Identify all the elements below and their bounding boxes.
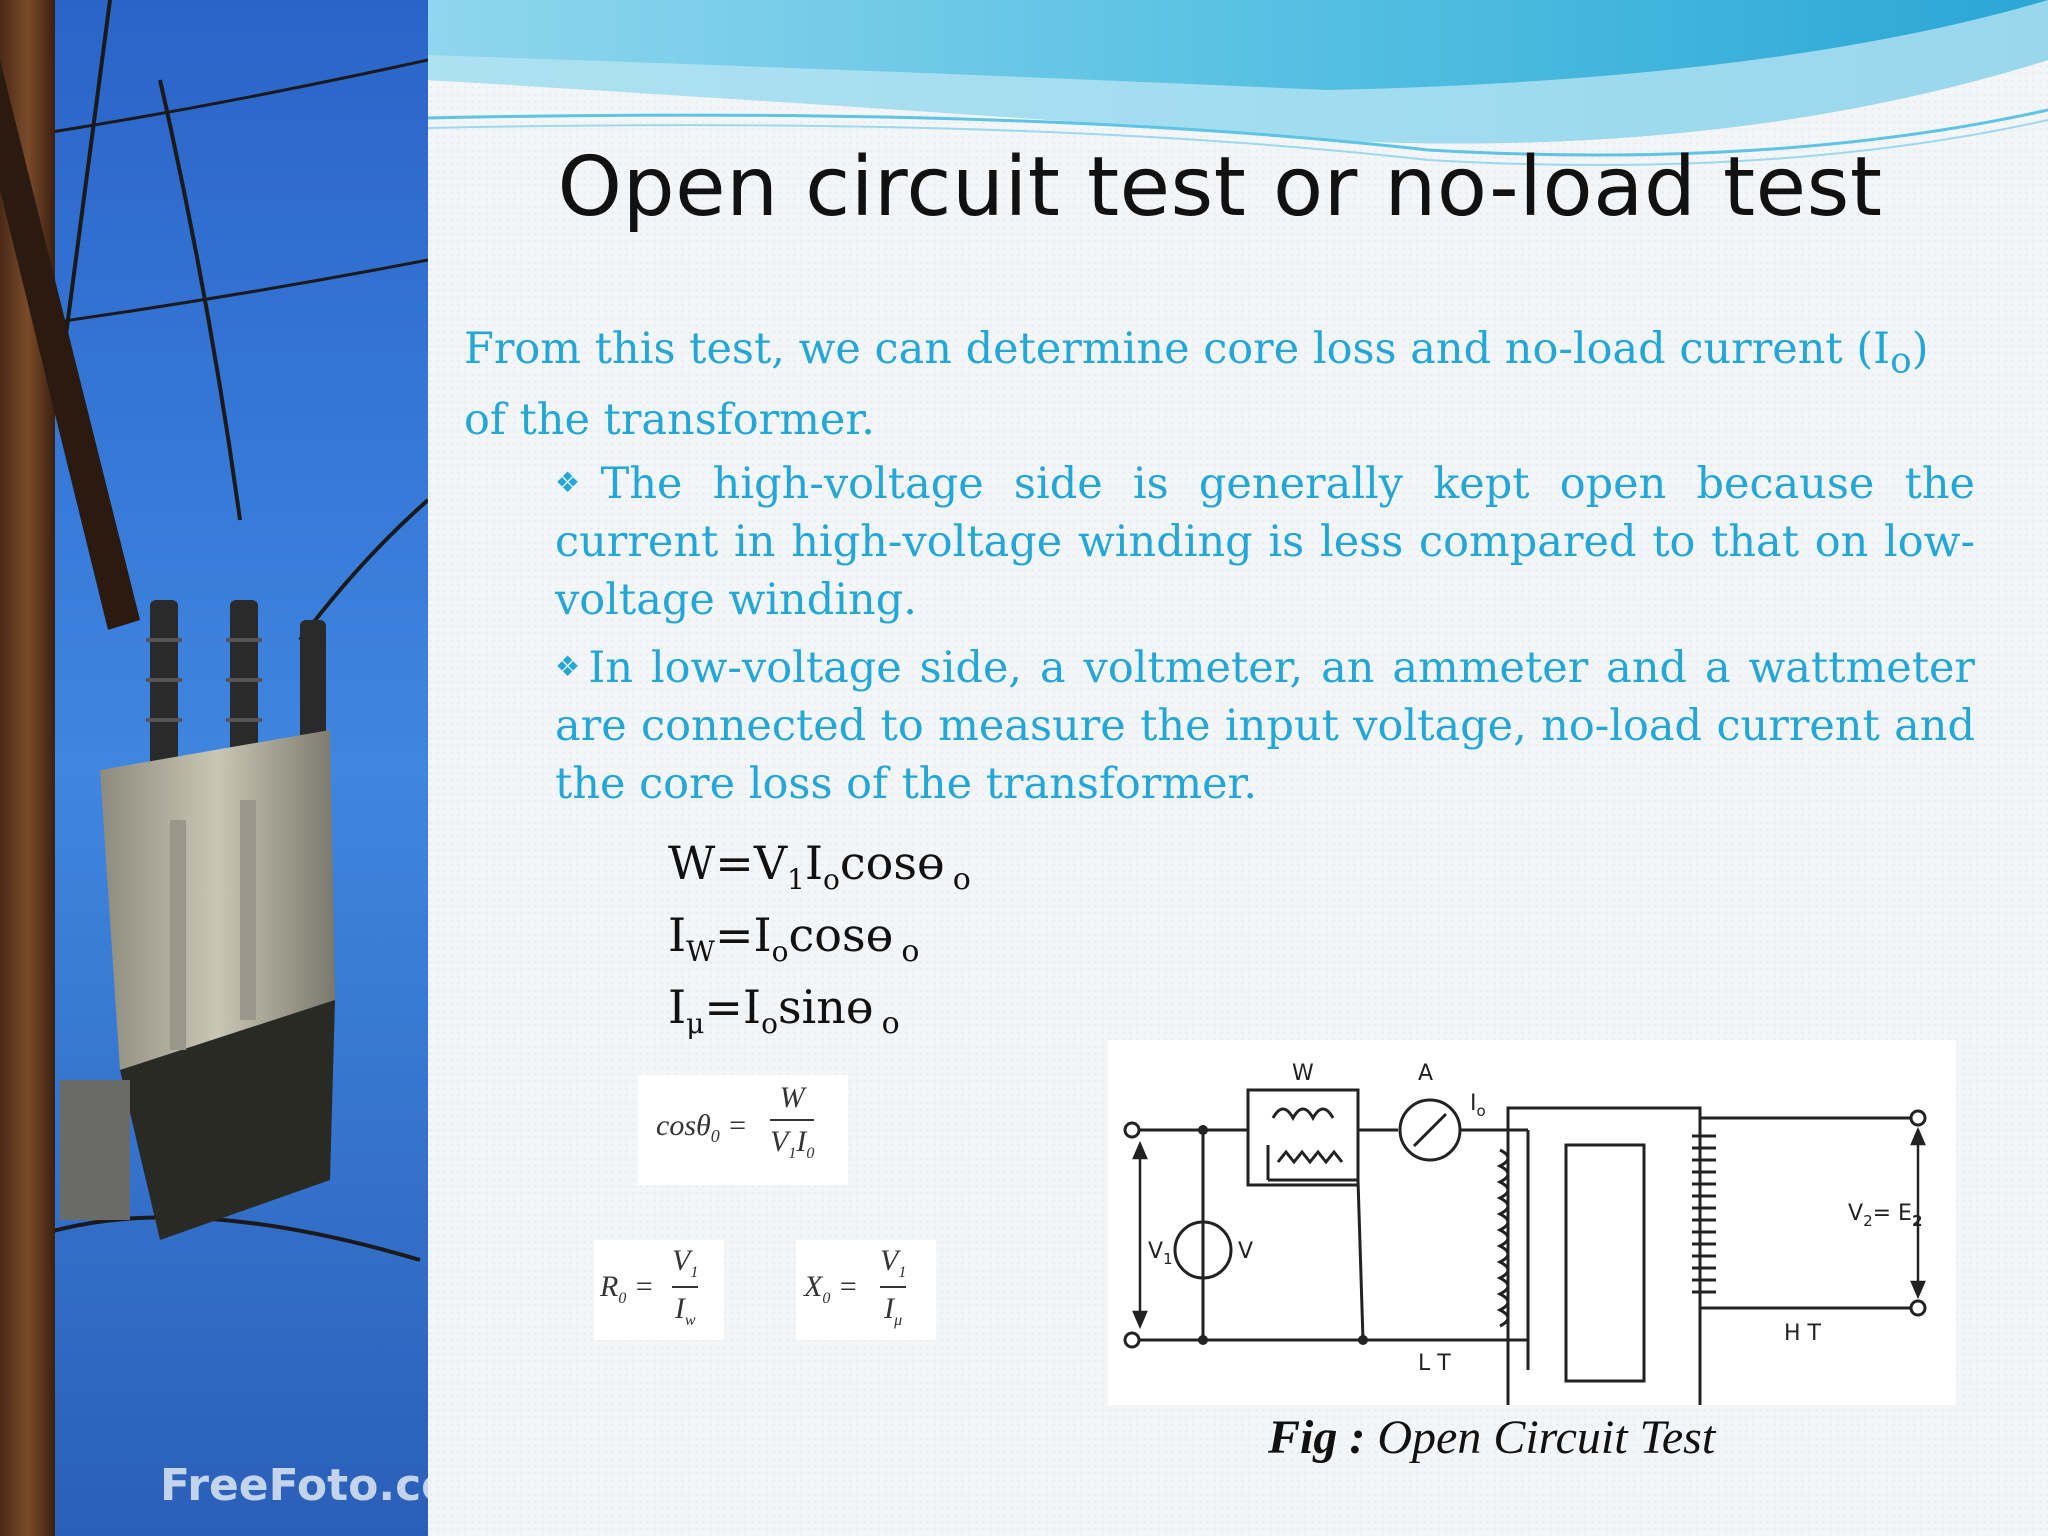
transformer-core: [1506, 1106, 1702, 1405]
formula-lhs: R0 =: [600, 1270, 655, 1307]
circuit-wires: [1140, 1088, 1918, 1405]
v2-label: V2= E2: [1848, 1201, 1922, 1230]
current-label: Io: [1470, 1091, 1486, 1120]
lt-label: L T: [1418, 1351, 1451, 1376]
slide-title: Open circuit test or no-load test: [557, 140, 1883, 235]
core-window: [1564, 1143, 1646, 1383]
bullet-text: The high-voltage side is generally kept …: [555, 459, 1975, 625]
secondary-coil: [1692, 1134, 1716, 1294]
bullet-item: ❖The high-voltage side is generally kept…: [555, 454, 1975, 629]
intro-sub: o: [1890, 340, 1912, 382]
bullet-item: ❖In low-voltage side, a voltmeter, an am…: [555, 638, 1975, 813]
transformer-photo: FreeFoto.com: [0, 0, 428, 1536]
bullet-text: In low-voltage side, a voltmeter, an amm…: [555, 643, 1975, 809]
watermark-text: FreeFoto.com: [160, 1460, 428, 1511]
intro-text: From this test, we can determine core lo…: [464, 324, 1891, 374]
formula-lhs: X0 =: [804, 1270, 859, 1307]
ht-label: H T: [1784, 1321, 1822, 1346]
formula-lhs: cosθ0 =: [656, 1109, 748, 1146]
wattmeter-box: [1246, 1088, 1360, 1187]
figure-caption: Fig : Open Circuit Test: [1268, 1411, 1716, 1464]
diamond-bullet-icon: ❖: [555, 466, 597, 499]
ammeter-label: A: [1418, 1061, 1433, 1086]
voltmeter-label: V: [1238, 1239, 1253, 1264]
wattmeter-label: W: [1292, 1061, 1314, 1086]
intro-text-end: ) of the transformer.: [464, 324, 1929, 445]
v1-label: V1: [1148, 1239, 1173, 1268]
primary-coil: [1496, 1148, 1510, 1328]
voltmeter-icon: [1173, 1220, 1233, 1280]
diamond-bullet-icon: ❖: [555, 650, 585, 683]
header-waves: [428, 0, 2048, 166]
intro-paragraph: From this test, we can determine core lo…: [464, 320, 1976, 450]
open-circuit-diagram: W A Io V V1 V2= E2 L T H T: [1108, 1040, 1956, 1405]
